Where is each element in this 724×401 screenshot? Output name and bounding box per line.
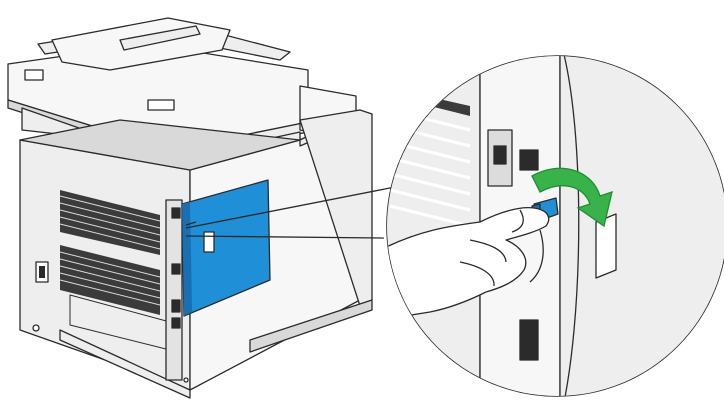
rear-cover-icon: [181, 179, 271, 317]
zoom-detail: [386, 55, 724, 397]
interface-ports: [165, 199, 183, 381]
hand-icon: [387, 206, 550, 321]
vent-slats: [59, 195, 161, 306]
zoom-callout: [185, 185, 401, 239]
printer-icon: [7, 17, 373, 399]
rotation-arrow-icon: [531, 167, 613, 228]
power-inlet-icon: [35, 261, 49, 283]
rear-vents: [60, 190, 171, 351]
